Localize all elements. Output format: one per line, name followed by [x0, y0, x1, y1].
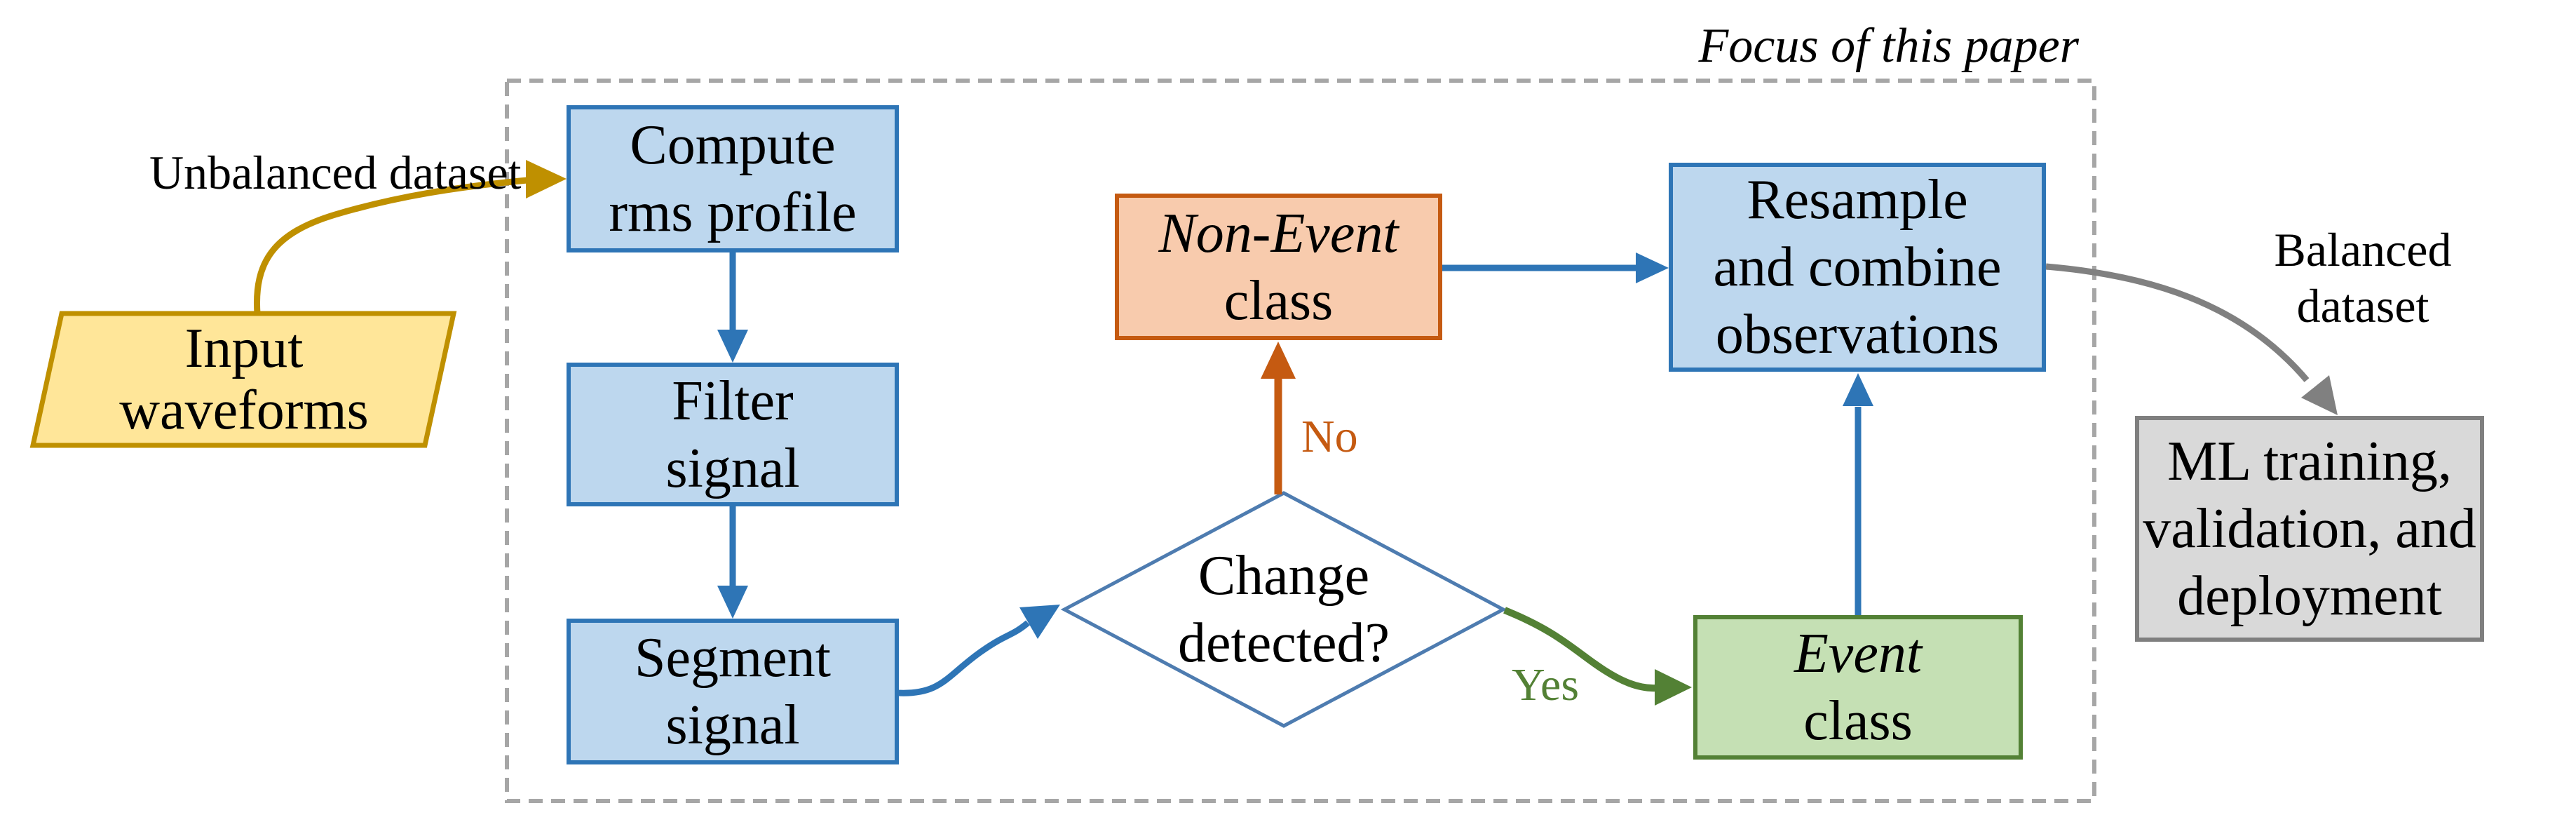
ml-pipeline-line1: ML training, — [2167, 431, 2452, 492]
balanced-dataset-line1: Balanced — [2274, 223, 2452, 276]
event-class-node: Event class — [1693, 615, 2023, 760]
arrow-compute-to-filter-head — [717, 330, 748, 363]
arrow-decision-no-to-nonevent — [1261, 342, 1296, 494]
non-event-class-line2: class — [1223, 269, 1334, 332]
non-event-class-line1: Non-Event — [1158, 202, 1399, 264]
balanced-dataset-label: Balanced dataset — [2223, 222, 2503, 334]
event-class-line2: class — [1803, 690, 1913, 752]
unbalanced-dataset-line1: Unbalanced — [149, 146, 377, 199]
change-detected-line1: Change — [1198, 545, 1370, 607]
arrow-resample-to-ml-head — [2301, 375, 2338, 415]
change-detected-line2: detected? — [1178, 612, 1390, 674]
ml-pipeline-node: ML training, validation, and deployment — [2135, 416, 2484, 642]
arrow-filter-to-segment — [717, 506, 748, 619]
input-waveforms-line2: waveforms — [119, 379, 369, 441]
resample-line3: observations — [1715, 304, 2000, 365]
arrow-filter-to-segment-head — [717, 586, 748, 619]
resample-line2: and combine — [1713, 236, 2002, 298]
arrow-segment-to-decision-shaft — [897, 620, 1030, 696]
change-detected-diamond — [1060, 491, 1507, 728]
input-waveforms-line1: Input — [184, 318, 304, 379]
filter-signal-line1: Filter — [672, 370, 794, 432]
segment-signal-node: Segment signal — [567, 619, 899, 764]
resample-line1: Resample — [1747, 169, 1968, 231]
compute-rms-line2: rms profile — [609, 182, 857, 243]
arrow-decision-yes-shaft — [1503, 607, 1657, 692]
arrow-segment-to-decision-head — [1019, 605, 1060, 639]
arrow-resample-to-ml — [2045, 263, 2338, 415]
focus-of-paper-label: Focus of this paper — [1698, 19, 2079, 73]
arrow-input-to-compute — [253, 160, 567, 314]
arrow-event-to-resample-head — [1843, 373, 1873, 406]
ml-pipeline-line3: deployment — [2177, 565, 2442, 627]
filter-signal-line2: signal — [665, 437, 800, 499]
arrow-input-to-compute-head — [526, 160, 567, 198]
arrow-decision-yes-head — [1655, 669, 1692, 706]
arrow-nonevent-to-resample-head — [1636, 252, 1669, 283]
arrow-decision-no-head — [1261, 342, 1296, 379]
unbalanced-dataset-line2: dataset — [388, 146, 522, 199]
compute-rms-line1: Compute — [630, 114, 836, 176]
arrow-input-to-compute-shaft — [253, 177, 528, 314]
decision-yes-label: Yes — [1512, 659, 1580, 710]
arrow-segment-to-decision — [897, 605, 1060, 696]
compute-rms-profile-node: Compute rms profile — [567, 105, 899, 252]
input-waveforms-parallelogram — [29, 311, 457, 448]
filter-signal-node: Filter signal — [567, 363, 899, 506]
balanced-dataset-line2: dataset — [2296, 279, 2429, 332]
decision-no-label: No — [1301, 411, 1358, 462]
input-waveforms-node: Input waveforms — [62, 314, 426, 445]
arrow-event-to-resample — [1843, 373, 1873, 615]
non-event-class-node: Non-Event class — [1115, 194, 1442, 340]
arrow-resample-to-ml-shaft — [2045, 263, 2310, 382]
arrow-nonevent-to-resample — [1442, 252, 1669, 283]
change-detected-node: Change detected? — [1064, 493, 1503, 726]
arrow-compute-to-filter — [717, 252, 748, 363]
segment-signal-line2: signal — [665, 694, 800, 756]
arrow-decision-yes-to-event — [1503, 607, 1692, 706]
event-class-line1: Event — [1794, 623, 1923, 685]
segment-signal-line1: Segment — [635, 627, 831, 689]
unbalanced-dataset-label: Unbalanced dataset — [149, 144, 522, 201]
focus-region-dashed-border — [505, 79, 2096, 803]
resample-combine-node: Resample and combine observations — [1669, 163, 2046, 372]
ml-pipeline-line2: validation, and — [2143, 498, 2476, 560]
